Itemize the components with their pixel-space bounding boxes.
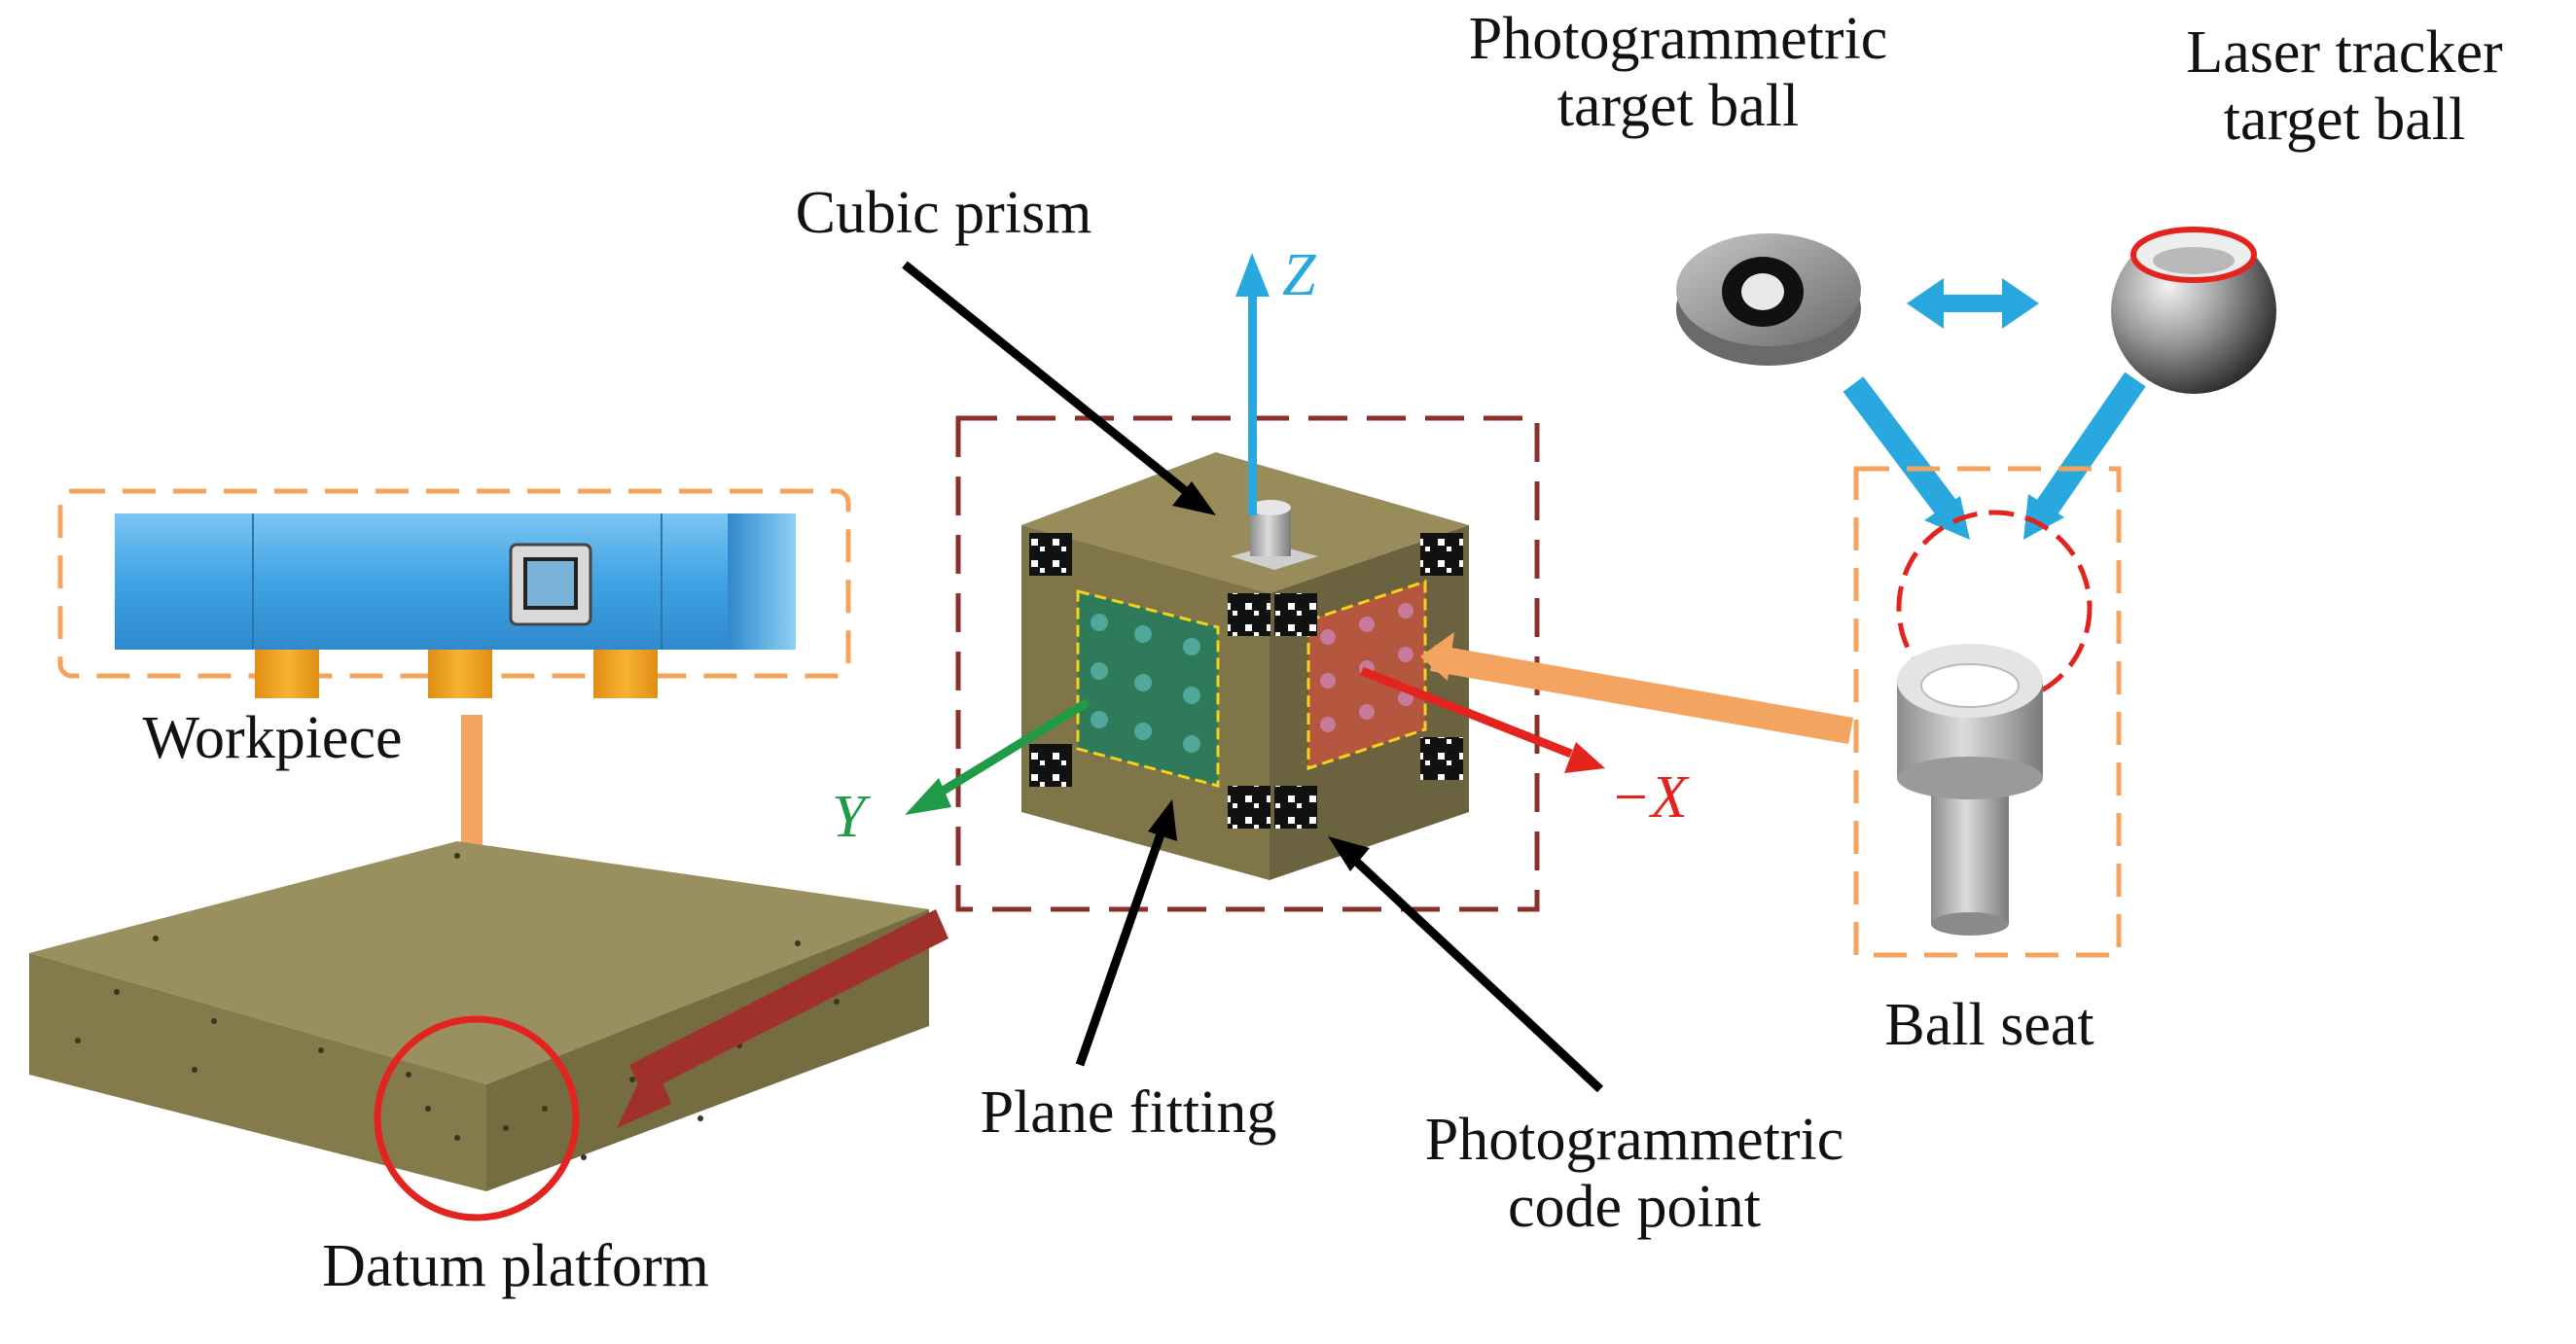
- workpiece-group: [57, 488, 851, 698]
- coded-target: [1274, 786, 1317, 829]
- photogrammetric-to-seat-arrow: [1843, 376, 1970, 540]
- prism-mount: [1231, 500, 1318, 570]
- x-axis-arrow: [1360, 666, 1605, 773]
- y-axis-label: Y: [832, 784, 866, 850]
- workpiece-code-plate: [509, 543, 592, 626]
- workpiece-support: [428, 650, 492, 698]
- cube-top-face: [1021, 452, 1469, 593]
- double-arrow-icon: [1907, 278, 2039, 329]
- datum-highlight-circle: [374, 1015, 580, 1221]
- ball-seat-group: [1853, 466, 2122, 958]
- coded-target: [1029, 744, 1072, 787]
- photogrammetric-target-ball-label: Photogrammetric target ball: [1468, 6, 1888, 140]
- coded-target: [1228, 593, 1270, 636]
- cubic-prism-pointer: [902, 261, 1216, 515]
- cubic-prism-group: [955, 415, 1540, 912]
- target-ball-icon: [1676, 233, 1861, 366]
- coded-target: [1274, 593, 1317, 636]
- z-axis-arrow: [1235, 253, 1270, 515]
- plane-fitting-label: Plane fitting: [980, 1079, 1277, 1146]
- ball-seat-label: Ball seat: [1884, 992, 2094, 1058]
- workpiece-support: [593, 650, 658, 698]
- plane-fitting-pointer: [1075, 799, 1177, 1067]
- datum-platform-label: Datum platform: [322, 1233, 709, 1299]
- code-point-pointer: [1328, 836, 1604, 1093]
- y-axis-arrow: [905, 698, 1091, 815]
- laser-to-seat-arrow: [2023, 371, 2146, 540]
- platform-front-face: [29, 953, 486, 1191]
- z-axis-label: Z: [1282, 242, 1316, 308]
- workpiece-end-face: [728, 513, 796, 650]
- platform-top-face: [29, 841, 929, 1084]
- green-plate-dots: [1091, 614, 1200, 753]
- ball-seat-dashed-frame: [1853, 466, 2122, 958]
- platform-holes: [75, 853, 840, 1160]
- coded-target: [1029, 533, 1072, 576]
- cubic-prism-label: Cubic prism: [795, 180, 1092, 246]
- laser-tracker-target-ball-label: Laser tracker target ball: [2186, 19, 2503, 154]
- seat-to-cube-arrow: [1420, 632, 1853, 744]
- coded-target: [1228, 786, 1270, 829]
- x-axis-label: −X: [1610, 764, 1688, 831]
- reflector-sphere-icon: [2111, 227, 2276, 394]
- cube-to-platform-arrow: [617, 909, 948, 1128]
- datum-platform: [29, 841, 929, 1221]
- workpiece-support: [255, 650, 319, 698]
- coded-target: [1420, 533, 1463, 576]
- workpiece-body: [115, 513, 796, 650]
- coded-target: [1420, 737, 1463, 780]
- photogrammetric-code-point-label: Photogrammetric code point: [1424, 1107, 1844, 1241]
- workpiece-label: Workpiece: [142, 705, 403, 771]
